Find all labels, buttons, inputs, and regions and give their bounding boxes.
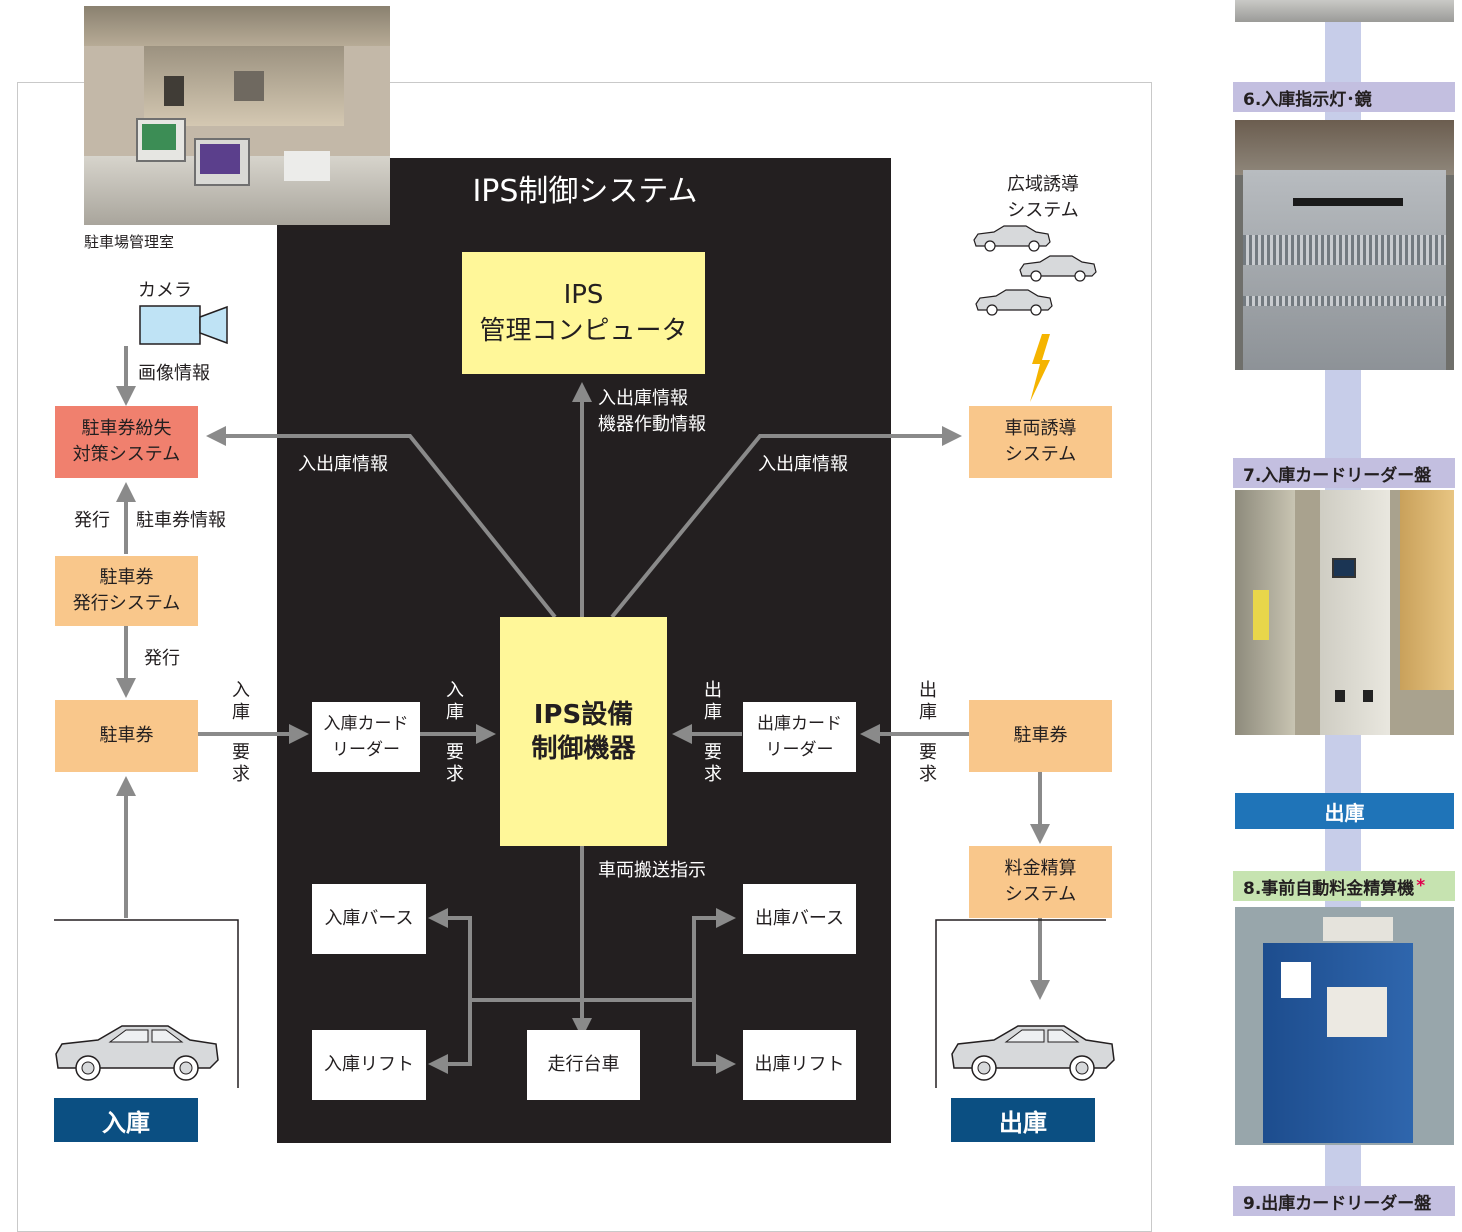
camera-label: カメラ: [138, 280, 192, 301]
arrow-equip-to-loss: [206, 426, 557, 619]
ips-management-computer: IPS 管理コンピュータ: [462, 252, 705, 374]
side-caption-6: 6.入庫指示灯･鏡: [1233, 82, 1455, 112]
side-exit-tag: 出庫: [1235, 793, 1454, 829]
arrow-to-entry-lift: [428, 1000, 472, 1074]
side-photo-top: [1235, 0, 1454, 22]
flow-inout-left: 入出庫情報: [298, 454, 388, 475]
flow-issue-1: 発行: [74, 510, 110, 531]
entry-tag: 入庫: [54, 1098, 198, 1142]
flow-exit-request-4: 要 求: [919, 742, 937, 785]
flow-entry-request-2: 要 求: [232, 742, 250, 785]
flow-entry-request-4: 要 求: [446, 742, 464, 785]
camera-flow-label: 画像情報: [138, 363, 210, 384]
entry-car-bracket: [54, 919, 239, 1088]
exit-card-reader: 出庫カード リーダー: [743, 702, 856, 772]
lightning-icon: [1030, 334, 1050, 402]
side-photo-7: [1235, 490, 1454, 735]
flow-entry-request-1: 入 庫: [232, 680, 250, 723]
arrow-to-exit-lift: [692, 1000, 736, 1074]
entry-card-reader: 入庫カード リーダー: [312, 702, 420, 772]
flow-exit-request-1: 出 庫: [704, 680, 722, 723]
parking-ticket-entry: 駐車券: [55, 700, 198, 772]
flow-exit-request-3: 出 庫: [919, 680, 937, 723]
entry-car-icon: [55, 1025, 219, 1081]
exit-berth: 出庫バース: [743, 884, 856, 954]
flow-issue-2: 発行: [144, 648, 180, 669]
ticket-loss-system: 駐車券紛失 対策システム: [55, 406, 198, 478]
vehicle-guidance-system: 車両誘導 システム: [969, 406, 1112, 478]
side-photo-6: [1235, 120, 1454, 370]
exit-car-bracket: [935, 919, 1106, 1088]
entry-berth: 入庫バース: [312, 884, 426, 954]
panel-title: IPS制御システム: [472, 174, 698, 209]
flow-entry-request-3: 入 庫: [446, 680, 464, 723]
trolley: 走行台車: [527, 1030, 640, 1100]
exit-car-icon: [951, 1025, 1115, 1081]
wide-area-guidance-label: 広域誘導 システム: [1007, 174, 1079, 221]
parking-ticket-exit: 駐車券: [969, 700, 1112, 772]
ips-equipment-controller: IPS設備 制御機器: [500, 617, 667, 846]
ticket-issue-system: 駐車券 発行システム: [55, 556, 198, 626]
entry-lift: 入庫リフト: [312, 1030, 426, 1100]
arrow-equip-to-guide: [610, 426, 962, 619]
exit-tag: 出庫: [951, 1098, 1095, 1142]
flow-ticket-info: 駐車券情報: [136, 510, 226, 531]
side-caption-7: 7.入庫カードリーダー盤: [1233, 458, 1455, 488]
flow-inout-device-info: 入出庫情報 機器作動情報: [598, 388, 706, 435]
flow-inout-right: 入出庫情報: [758, 454, 848, 475]
control-room-photo: [84, 6, 390, 225]
side-caption-9: 9.出庫カードリーダー盤: [1233, 1186, 1455, 1216]
side-photo-8: [1235, 907, 1454, 1145]
car-icon: [973, 225, 1097, 316]
exit-lift: 出庫リフト: [743, 1030, 856, 1100]
control-room-caption: 駐車場管理室: [84, 233, 175, 251]
fee-settlement-system: 料金精算 システム: [969, 846, 1112, 918]
flow-transport-instruction: 車両搬送指示: [598, 860, 706, 881]
flow-exit-request-2: 要 求: [704, 742, 722, 785]
arrow-to-entry-berth: [428, 908, 472, 1000]
side-caption-8: 8.事前自動料金精算機*: [1233, 871, 1455, 901]
arrow-to-exit-berth: [692, 908, 736, 1000]
video-camera-icon: [139, 305, 228, 345]
